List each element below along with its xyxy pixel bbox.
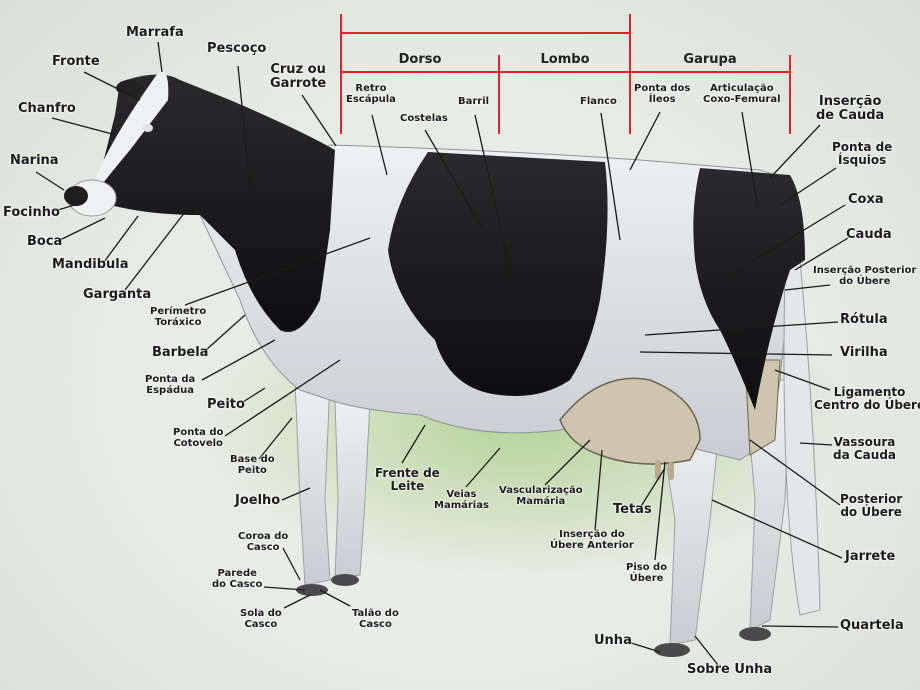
hooves [296, 574, 771, 657]
label-retro-escapula: Retro Escápula [346, 83, 396, 105]
label-virilha: Virilha [840, 345, 888, 360]
label-flanco: Flanco [580, 96, 617, 107]
label-insercao-posterior-do-ubere: Inserção Posterior do Úbere [813, 265, 917, 287]
label-ponta-do-cotovelo: Ponta do Cotovelo [173, 427, 224, 449]
label-coroa-do-casco: Coroa do Casco [238, 531, 289, 553]
label-ligamento-centro-do-ubere: Ligamento Centro do Úbere [814, 385, 920, 412]
label-rotula: Rótula [840, 312, 888, 327]
label-narina: Narina [10, 153, 59, 168]
label-ponta-dos-ileos: Ponta dos Íleos [634, 83, 691, 105]
label-joelho: Joelho [235, 493, 281, 508]
label-marrafa: Marrafa [126, 25, 184, 40]
label-boca: Boca [27, 234, 63, 249]
region-brackets [340, 14, 791, 134]
label-chanfro: Chanfro [18, 101, 76, 116]
label-cauda: Cauda [846, 227, 892, 242]
label-talao-do-casco: Talão do Casco [352, 608, 399, 630]
region-garupa: Garupa [683, 52, 737, 67]
label-veias-mamarias: Veias Mamárias [434, 489, 489, 511]
label-vascularizacao-mamaria: Vascularização Mamária [499, 485, 583, 507]
label-pescoco: Pescoço [207, 41, 267, 56]
label-peito: Peito [207, 397, 245, 412]
label-sola-do-casco: Sola do Casco [240, 608, 282, 630]
label-insercao-de-cauda: Inserção de Cauda [816, 94, 885, 123]
label-base-do-peito: Base do Peito [230, 454, 275, 476]
label-posterior-do-ubere: Posterior do Úbere [840, 492, 903, 519]
label-vassoura-da-cauda: Vassoura da Cauda [833, 435, 896, 462]
label-perimetro-toraxico: Perímetro Toráxico [150, 306, 207, 328]
region-lombo: Lombo [540, 52, 590, 67]
leader-lines [35, 41, 849, 666]
label-focinho: Focinho [3, 205, 60, 220]
region-dorso: Dorso [398, 52, 442, 67]
label-articulacao-coxo-femural: Articulação Coxo-Femural [703, 83, 781, 105]
label-cruz-ou-garrote: Cruz ou Garrote [270, 62, 327, 91]
label-frente-de-leite: Frente de Leite [375, 466, 440, 493]
label-quartela: Quartela [840, 618, 904, 633]
label-unha: Unha [594, 633, 632, 648]
black-patches [98, 74, 805, 410]
label-fronte: Fronte [52, 54, 100, 69]
label-ponta-da-espadua: Ponta da Espádua [145, 374, 196, 396]
label-mandibula: Mandibula [52, 257, 129, 272]
label-garganta: Garganta [83, 287, 152, 302]
label-sobre-unha: Sobre Unha [687, 662, 773, 677]
label-barril: Barril [458, 96, 490, 107]
label-barbela: Barbela [152, 345, 209, 360]
label-coxa: Coxa [848, 192, 884, 207]
label-piso-do-ubere: Piso do Úbere [626, 562, 668, 584]
label-costelas: Costelas [400, 113, 448, 124]
label-insercao-do-ubere-anterior: Inserção do Úbere Anterior [550, 529, 634, 551]
label-tetas: Tetas [613, 502, 652, 517]
label-ponta-de-isquios: Ponta de Ísquios [832, 140, 893, 167]
label-parede-do-casco: Parede do Casco [212, 568, 263, 590]
label-jarrete: Jarrete [845, 549, 896, 564]
udder [559, 377, 701, 465]
